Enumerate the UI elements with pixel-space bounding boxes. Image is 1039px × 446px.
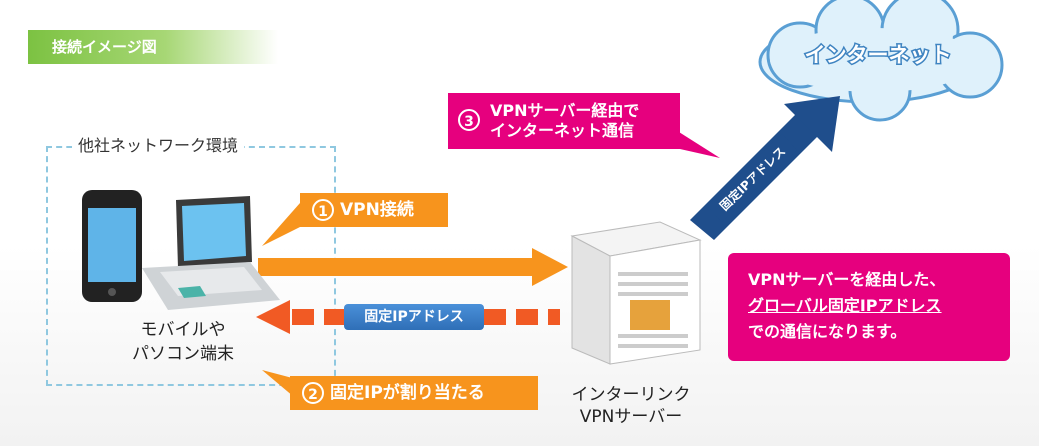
step1-number: 1 [312, 199, 334, 221]
diagram-title: 接続イメージ図 [28, 30, 278, 64]
device-label-line2: パソコン端末 [132, 344, 234, 364]
info-line2: グローバル固定IPアドレス [748, 296, 942, 315]
info-line1: VPNサーバーを経由した、 [748, 270, 946, 289]
smartphone-icon [82, 190, 142, 302]
step1-tag: 1 VPN接続 [300, 193, 448, 227]
info-box: VPNサーバーを経由した、 グローバル固定IPアドレス での通信になります。 [728, 253, 1010, 361]
info-line3: での通信になります。 [748, 322, 907, 341]
fixed-ip-label: 固定IPアドレス [344, 304, 484, 330]
step2-tag: 2 固定IPが割り当たる [290, 376, 538, 410]
device-label-line1: モバイルや [140, 320, 226, 340]
step2-number: 2 [302, 382, 324, 404]
server-label: インターリンク VPNサーバー [546, 384, 716, 428]
server-icon [570, 221, 702, 365]
network-environment-label: 他社ネットワーク環境 [72, 132, 245, 156]
server-label-line2: VPNサーバー [579, 407, 683, 427]
step3-line2: インターネット通信 [490, 121, 635, 140]
step2-text: 固定IPが割り当たる [330, 383, 485, 403]
laptop-icon [142, 196, 280, 310]
step3-number: 3 [458, 109, 480, 131]
cloud-icon [758, 0, 1004, 122]
device-label: モバイルや パソコン端末 [108, 318, 258, 366]
fixed-ip-diagonal-label: 固定IPアドレス [716, 143, 788, 213]
step1-text: VPN接続 [340, 200, 414, 220]
server-label-line1: インターリンク [571, 385, 691, 405]
step3-bubble: 3 VPNサーバー経由で インターネット通信 [448, 93, 680, 149]
internet-label: インターネット [805, 43, 952, 67]
vpn-connect-arrow [258, 248, 568, 286]
step3-line1: VPNサーバー経由で [490, 101, 640, 120]
